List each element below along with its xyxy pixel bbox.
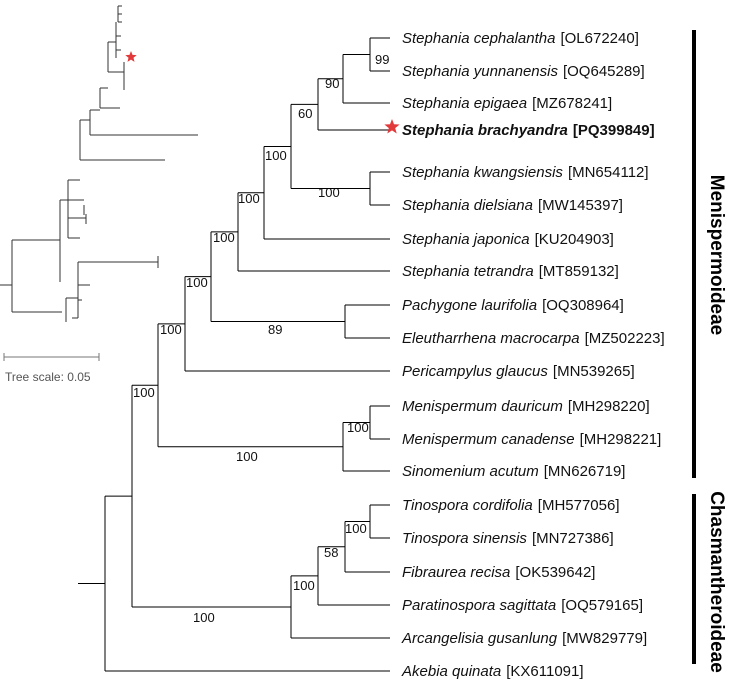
tree-scale-label: Tree scale: 0.05 xyxy=(5,370,91,384)
accession-number: [MZ502223] xyxy=(585,330,665,347)
highlight-star-icon xyxy=(384,119,400,134)
support-value: 100 xyxy=(186,275,208,290)
support-value: 100 xyxy=(236,449,258,464)
thumbnail-star-icon xyxy=(125,51,137,62)
accession-number: [KU204903] xyxy=(535,231,614,248)
species-name: Stephania kwangsiensis xyxy=(402,164,563,181)
support-value: 100 xyxy=(160,322,182,337)
accession-number: [MN539265] xyxy=(553,363,635,380)
accession-number: [KX611091] xyxy=(506,663,583,680)
taxon-label: Tinospora sinensis [MN727386] xyxy=(402,530,614,547)
species-name: Stephania japonica xyxy=(402,231,530,248)
taxon-label: Paratinospora sagittata [OQ579165] xyxy=(402,597,643,614)
species-name: Pachygone laurifolia xyxy=(402,297,537,314)
accession-number: [OK539642] xyxy=(515,564,595,581)
species-name: Eleutharrhena macrocarpa xyxy=(402,330,580,347)
taxon-label: Pericampylus glaucus [MN539265] xyxy=(402,363,635,380)
support-value: 100 xyxy=(265,148,287,163)
taxon-label: Stephania brachyandra [PQ399849] xyxy=(402,122,655,139)
support-value: 100 xyxy=(347,420,369,435)
taxon-label: Stephania yunnanensis [OQ645289] xyxy=(402,63,645,80)
species-name: Paratinospora sagittata xyxy=(402,597,556,614)
tree-overview-thumbnail xyxy=(0,5,198,322)
taxon-label: Stephania dielsiana [MW145397] xyxy=(402,197,623,214)
support-value: 100 xyxy=(193,610,215,625)
support-value: 99 xyxy=(375,52,389,67)
clade-label-menispermoideae: Menispermoideae xyxy=(706,175,727,336)
accession-number: [PQ399849] xyxy=(573,122,655,139)
species-name: Stephania cephalantha xyxy=(402,30,555,47)
taxon-label: Eleutharrhena macrocarpa [MZ502223] xyxy=(402,330,665,347)
taxon-label: Arcangelisia gusanlung[MW829779] xyxy=(401,630,647,647)
taxon-label: Stephania cephalantha [OL672240] xyxy=(402,30,639,47)
taxon-label: Stephania epigaea [MZ678241] xyxy=(402,95,612,112)
accession-number: [MT859132] xyxy=(539,263,619,280)
tree-scale-bar: Tree scale: 0.05 xyxy=(3,353,100,384)
taxon-label: Akebia quinata [KX611091] xyxy=(401,663,584,680)
taxon-label: Sinomenium acutum [MN626719] xyxy=(402,463,625,480)
support-value: 100 xyxy=(133,385,155,400)
support-value: 90 xyxy=(325,76,339,91)
accession-number: [OQ308964] xyxy=(542,297,624,314)
species-name: Tinospora sinensis xyxy=(402,530,527,547)
taxon-label: Menispermum dauricum [MH298220] xyxy=(402,398,650,415)
support-value: 89 xyxy=(268,322,282,337)
taxon-label: Fibraurea recisa [OK539642] xyxy=(402,564,595,581)
accession-number: [MH298220] xyxy=(568,398,650,415)
support-value: 100 xyxy=(345,521,367,536)
support-value: 100 xyxy=(293,578,315,593)
species-name: Stephania yunnanensis xyxy=(402,63,558,80)
accession-number: [MH577056] xyxy=(538,497,620,514)
clade-label-chasmantheroideae: Chasmantheroideae xyxy=(706,491,727,673)
taxon-label: Pachygone laurifolia [OQ308964] xyxy=(402,297,624,314)
support-value: 100 xyxy=(238,191,260,206)
species-name: Tinospora cordifolia xyxy=(402,497,533,514)
support-value: 60 xyxy=(298,106,312,121)
species-name: Stephania brachyandra xyxy=(402,122,568,139)
accession-number: [MN727386] xyxy=(532,530,614,547)
species-name: Akebia quinata xyxy=(401,663,501,680)
taxon-label: Tinospora cordifolia [MH577056] xyxy=(402,497,620,514)
support-value: 100 xyxy=(318,185,340,200)
species-name: Pericampylus glaucus xyxy=(402,363,548,380)
subfamily-annotations: Menispermoideae Chasmantheroideae xyxy=(692,30,727,673)
taxon-label: Stephania kwangsiensis [MN654112] xyxy=(402,164,649,181)
support-value: 100 xyxy=(213,230,235,245)
species-name: Stephania epigaea xyxy=(402,95,527,112)
accession-number: [OL672240] xyxy=(560,30,638,47)
species-name: Fibraurea recisa xyxy=(402,564,510,581)
accession-number: [OQ579165] xyxy=(561,597,643,614)
accession-number: [MW145397] xyxy=(538,197,623,214)
taxon-label: Stephania japonica [KU204903] xyxy=(402,231,614,248)
species-name: Sinomenium acutum xyxy=(402,463,539,480)
accession-number: [MW829779] xyxy=(562,630,647,647)
species-name: Stephania tetrandra xyxy=(402,263,534,280)
species-name: Arcangelisia gusanlung xyxy=(401,630,558,647)
accession-number: [MN654112] xyxy=(568,164,649,181)
species-name: Menispermum canadense xyxy=(402,431,575,448)
accession-number: [OQ645289] xyxy=(563,63,645,80)
species-name: Menispermum dauricum xyxy=(402,398,563,415)
support-value: 58 xyxy=(324,545,338,560)
accession-number: [MH298221] xyxy=(580,431,662,448)
taxon-label: Stephania tetrandra [MT859132] xyxy=(402,263,619,280)
accession-number: [MZ678241] xyxy=(532,95,612,112)
accession-number: [MN626719] xyxy=(544,463,626,480)
main-cladogram: 99 90 60 100 100 100 100 89 100 100 100 100 100 100 58… xyxy=(78,30,665,680)
species-name: Stephania dielsiana xyxy=(402,197,533,214)
taxon-label: Menispermum canadense [MH298221] xyxy=(402,431,661,448)
